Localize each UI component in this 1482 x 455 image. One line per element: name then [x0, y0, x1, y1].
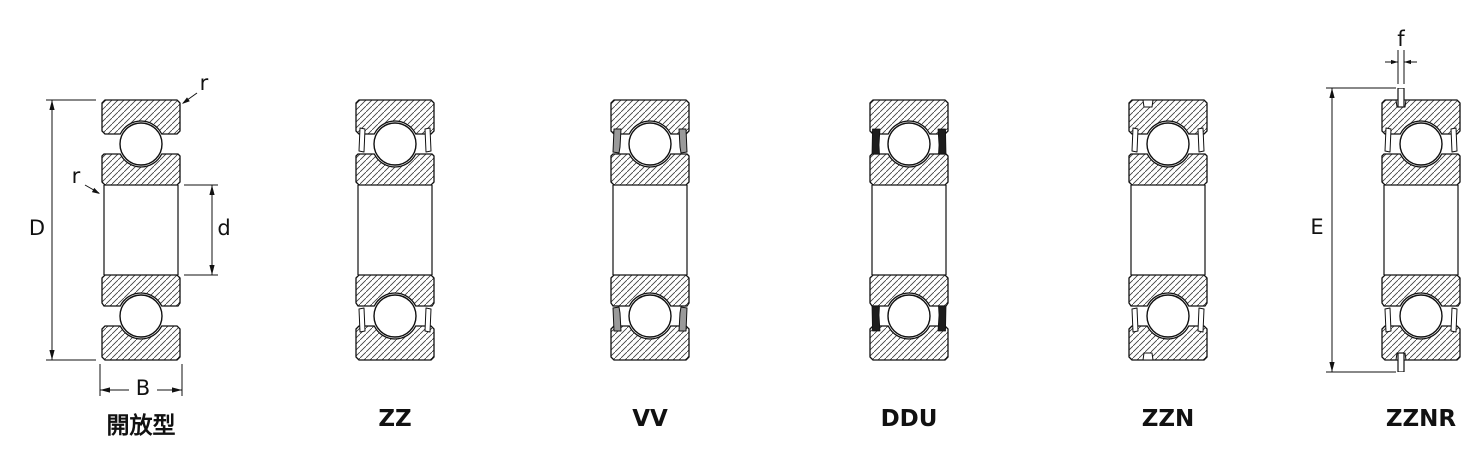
snap-ring	[1397, 88, 1405, 108]
metal-shield	[358, 307, 366, 333]
inner-ring-bottom	[101, 274, 181, 307]
ball-top	[1399, 122, 1443, 166]
dim-label-r-inner: r	[71, 164, 81, 188]
inner-ring-top	[1128, 153, 1208, 186]
ball-top	[119, 122, 163, 166]
dim-label-f: f	[1397, 27, 1405, 51]
ball-top	[1146, 122, 1190, 166]
bore-edges	[103, 185, 179, 275]
figure-vv: VV	[580, 88, 720, 432]
figure-label-ddu: DDU	[880, 406, 938, 432]
inner-ring-bottom	[355, 274, 435, 307]
ball-bottom	[1146, 294, 1190, 338]
bearing-cross-section-zz	[355, 99, 435, 361]
ball-top	[628, 122, 672, 166]
figure-zznr: ZZNR	[1351, 88, 1482, 432]
metal-shield	[1450, 307, 1458, 333]
bore-edges	[871, 185, 947, 275]
dim-f-snap-ring-width	[1385, 50, 1417, 84]
dim-label-D: D	[28, 216, 46, 240]
snap-ring-groove	[1142, 352, 1154, 361]
figure-label-open: 開放型	[106, 413, 176, 439]
bearing-cross-section-vv	[610, 99, 690, 361]
rubber-seal-contact	[871, 305, 881, 332]
arrowhead	[49, 350, 55, 360]
ball-bottom	[887, 294, 931, 338]
figure-ddu: DDU	[839, 88, 979, 432]
figure-label-zz: ZZ	[378, 406, 412, 432]
inner-ring-top	[101, 153, 181, 186]
arrowhead	[1329, 88, 1335, 98]
ball-bottom	[628, 294, 672, 338]
outer-ring-bottom	[355, 325, 435, 361]
metal-shield	[1450, 127, 1458, 153]
ball-top	[373, 122, 417, 166]
snap-ring	[1397, 352, 1405, 372]
snap-ring-groove	[1142, 99, 1154, 108]
bearing-cross-section-zznr	[1381, 88, 1461, 372]
outer-ring-top	[1381, 99, 1461, 135]
inner-ring-top	[1381, 153, 1461, 186]
rubber-seal-noncontact	[612, 306, 622, 332]
bore-edges	[1130, 185, 1206, 275]
dim-label-B: B	[129, 377, 157, 399]
figure-label-zzn: ZZN	[1141, 406, 1195, 432]
metal-shield	[1131, 307, 1139, 333]
arrowhead	[49, 100, 55, 110]
inner-ring-top	[869, 153, 949, 186]
arrowhead	[1329, 362, 1335, 372]
arrowhead	[1391, 59, 1398, 65]
figure-label-vv: VV	[632, 406, 668, 432]
outer-ring-top	[1128, 99, 1208, 135]
metal-shield	[1384, 127, 1392, 153]
dim-label-d: d	[217, 216, 231, 240]
ball-bottom	[373, 294, 417, 338]
inner-ring-bottom	[610, 274, 690, 307]
ball-bottom	[119, 294, 163, 338]
ball-bottom	[1399, 294, 1443, 338]
outer-ring-top	[101, 99, 181, 135]
inner-ring-top	[355, 153, 435, 186]
outer-ring-bottom	[1381, 325, 1461, 361]
rubber-seal-contact	[871, 128, 881, 155]
metal-shield	[1197, 307, 1205, 333]
figure-zzn: ZZN	[1098, 88, 1238, 432]
bearing-cross-section-open	[101, 99, 181, 361]
bearing-cross-section-zzn	[1128, 99, 1208, 361]
arrowhead	[1404, 59, 1411, 65]
figure-label-zznr: ZZNR	[1385, 406, 1457, 432]
rubber-seal-contact	[937, 305, 947, 332]
inner-ring-top	[610, 153, 690, 186]
metal-shield	[424, 307, 432, 333]
bearing-cross-section-ddu	[869, 99, 949, 361]
metal-shield	[1384, 307, 1392, 333]
bore-edges	[612, 185, 688, 275]
outer-ring-bottom	[101, 325, 181, 361]
inner-ring-bottom	[1381, 274, 1461, 307]
figure-open: 開放型	[71, 88, 211, 440]
metal-shield	[424, 127, 432, 153]
rubber-seal-noncontact	[678, 306, 688, 332]
outer-ring-top	[355, 99, 435, 135]
metal-shield	[1197, 127, 1205, 153]
inner-ring-bottom	[1128, 274, 1208, 307]
bore-edges	[1383, 185, 1459, 275]
figure-zz: ZZ	[325, 88, 465, 432]
dim-label-E: E	[1310, 215, 1324, 239]
metal-shield	[1131, 127, 1139, 153]
rubber-seal-noncontact	[678, 128, 688, 154]
rubber-seal-noncontact	[612, 128, 622, 154]
ball-top	[887, 122, 931, 166]
bore-edges	[357, 185, 433, 275]
rubber-seal-contact	[937, 128, 947, 155]
dim-label-r-outer: r	[199, 71, 209, 95]
outer-ring-bottom	[1128, 325, 1208, 361]
metal-shield	[358, 127, 366, 153]
